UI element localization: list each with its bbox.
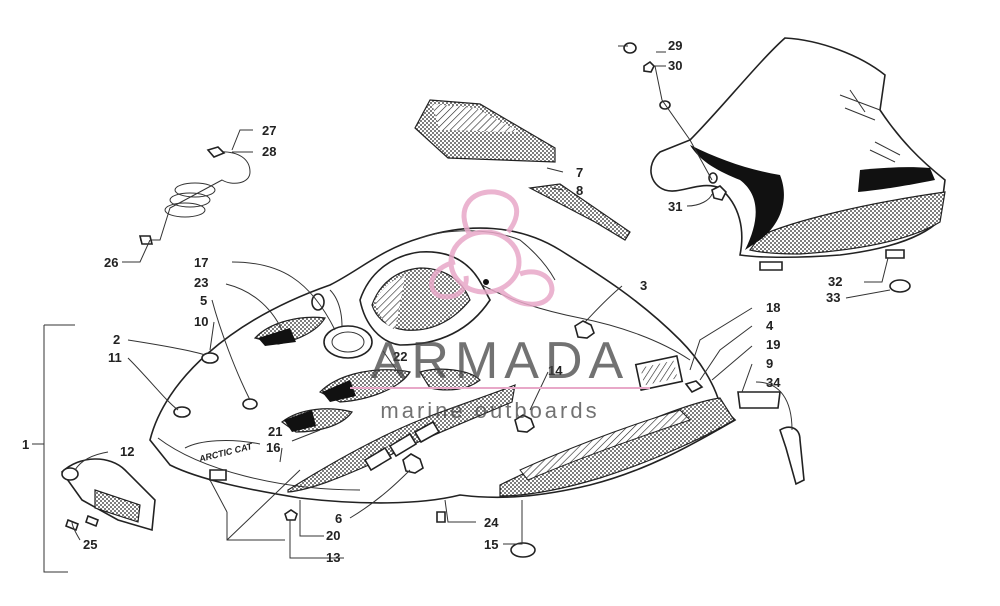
bracket-12 xyxy=(60,458,156,532)
callout-20: 20 xyxy=(326,528,340,543)
callout-1: 1 xyxy=(22,437,29,452)
callout-26: 26 xyxy=(104,255,118,270)
callout-23: 23 xyxy=(194,275,208,290)
decal-7 xyxy=(414,99,556,163)
callout-4: 4 xyxy=(766,318,774,333)
callout-6: 6 xyxy=(335,511,342,526)
callout-10: 10 xyxy=(194,314,208,329)
callout-33: 33 xyxy=(826,290,840,305)
small-parts xyxy=(209,380,805,558)
watermark-tagline: marine outboards xyxy=(380,398,599,423)
callout-31: 31 xyxy=(668,199,682,214)
callout-2: 2 xyxy=(113,332,120,347)
hood-assembly: ARCTIC CAT xyxy=(149,227,737,504)
callout-11: 11 xyxy=(108,350,122,365)
watermark-logo-icon xyxy=(429,189,555,307)
callout-18: 18 xyxy=(766,300,780,315)
callout-13: 13 xyxy=(326,550,340,565)
leader-lines xyxy=(32,45,891,573)
callout-29: 29 xyxy=(668,38,682,53)
callout-9: 9 xyxy=(766,356,773,371)
callout-22: 22 xyxy=(393,349,407,364)
callout-5: 5 xyxy=(200,293,207,308)
callout-16: 16 xyxy=(266,440,280,455)
callout-numbers: 1 2 3 4 5 6 7 8 9 10 11 12 13 14 15 16 1… xyxy=(22,38,842,565)
callout-15: 15 xyxy=(484,537,498,552)
watermark-dot xyxy=(483,279,489,285)
callout-3: 3 xyxy=(640,278,647,293)
callout-17: 17 xyxy=(194,255,208,270)
callout-19: 19 xyxy=(766,337,780,352)
callout-7: 7 xyxy=(576,165,583,180)
callout-8: 8 xyxy=(576,183,583,198)
callout-21: 21 xyxy=(268,424,282,439)
callout-32: 32 xyxy=(828,274,842,289)
callout-27: 27 xyxy=(262,123,276,138)
watermark: ARMADA marine outboards xyxy=(350,189,650,423)
callout-12: 12 xyxy=(120,444,134,459)
callout-24: 24 xyxy=(484,515,499,530)
callout-34: 34 xyxy=(766,375,781,390)
callout-30: 30 xyxy=(668,58,682,73)
callout-14: 14 xyxy=(548,363,563,378)
callout-28: 28 xyxy=(262,144,276,159)
decal-8 xyxy=(528,183,631,241)
wire-harness xyxy=(138,146,251,245)
callout-25: 25 xyxy=(83,537,97,552)
windshield xyxy=(623,37,946,293)
watermark-brand: ARMADA xyxy=(371,332,629,390)
